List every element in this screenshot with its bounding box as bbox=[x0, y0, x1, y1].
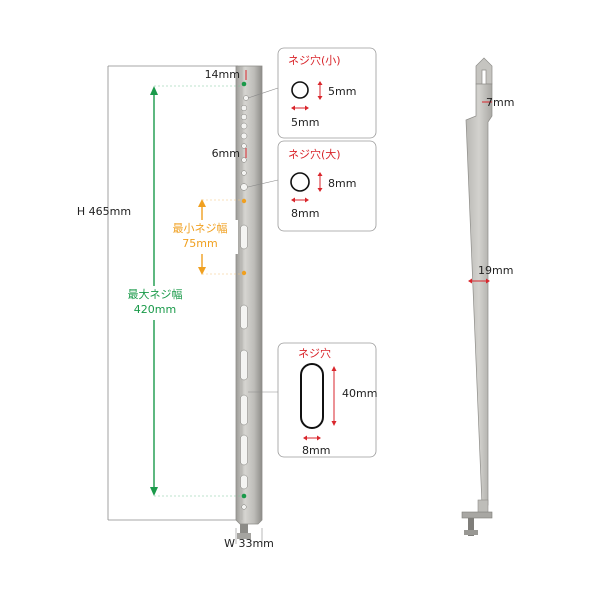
min-span-bottom-marker bbox=[241, 270, 247, 276]
min-span-label-2: 75mm bbox=[182, 237, 217, 250]
top-offset-dimension: 14mm bbox=[205, 68, 247, 81]
max-span-label-1: 最大ネジ幅 bbox=[128, 287, 183, 301]
width-label: W 33mm bbox=[224, 537, 274, 550]
slot-title: ネジ穴 bbox=[298, 346, 331, 360]
hole-offset-label: 6mm bbox=[212, 147, 240, 160]
width-dimension: W 33mm bbox=[224, 528, 274, 550]
side-thickness-top-dimension: 7mm bbox=[482, 96, 514, 109]
callout-slot: ネジ穴 40mm 8mm bbox=[248, 342, 377, 458]
large-hole-width: 8mm bbox=[291, 207, 319, 220]
slot-icon bbox=[300, 363, 324, 429]
slot-height: 40mm bbox=[342, 387, 377, 400]
height-label: H 465mm bbox=[77, 205, 131, 218]
large-hole-icon bbox=[290, 172, 310, 192]
min-span-dimension: 最小ネジ幅 75mm bbox=[164, 199, 240, 275]
min-span-top-marker bbox=[241, 198, 247, 204]
side-bracket bbox=[461, 57, 493, 536]
large-hole-title: ネジ穴(大) bbox=[288, 147, 341, 161]
side-thickness-top: 7mm bbox=[486, 96, 514, 109]
max-span-dimension: 最大ネジ幅 420mm bbox=[118, 85, 240, 497]
small-hole-width: 5mm bbox=[291, 116, 319, 129]
front-bracket bbox=[235, 65, 263, 539]
callout-small-hole: ネジ穴(小) 5mm 5mm bbox=[247, 47, 377, 139]
slot-width: 8mm bbox=[302, 444, 330, 457]
small-hole-title: ネジ穴(小) bbox=[288, 53, 341, 67]
side-thickness-mid: 19mm bbox=[478, 264, 513, 277]
large-hole-height: 8mm bbox=[328, 177, 356, 190]
hole-series bbox=[240, 95, 249, 510]
max-span-label-2: 420mm bbox=[134, 303, 176, 316]
top-offset-label: 14mm bbox=[205, 68, 240, 81]
min-span-label-1: 最小ネジ幅 bbox=[173, 222, 228, 235]
height-dimension: H 465mm bbox=[77, 65, 240, 521]
top-hole-marker bbox=[241, 81, 247, 87]
hole-offset-dimension: 6mm bbox=[212, 147, 247, 160]
small-hole-height: 5mm bbox=[328, 85, 356, 98]
bottom-hole-marker bbox=[241, 493, 247, 499]
callout-large-hole: ネジ穴(大) 8mm 8mm bbox=[247, 140, 377, 232]
small-hole-icon bbox=[291, 81, 309, 99]
side-thickness-mid-dimension: 19mm bbox=[468, 264, 513, 284]
